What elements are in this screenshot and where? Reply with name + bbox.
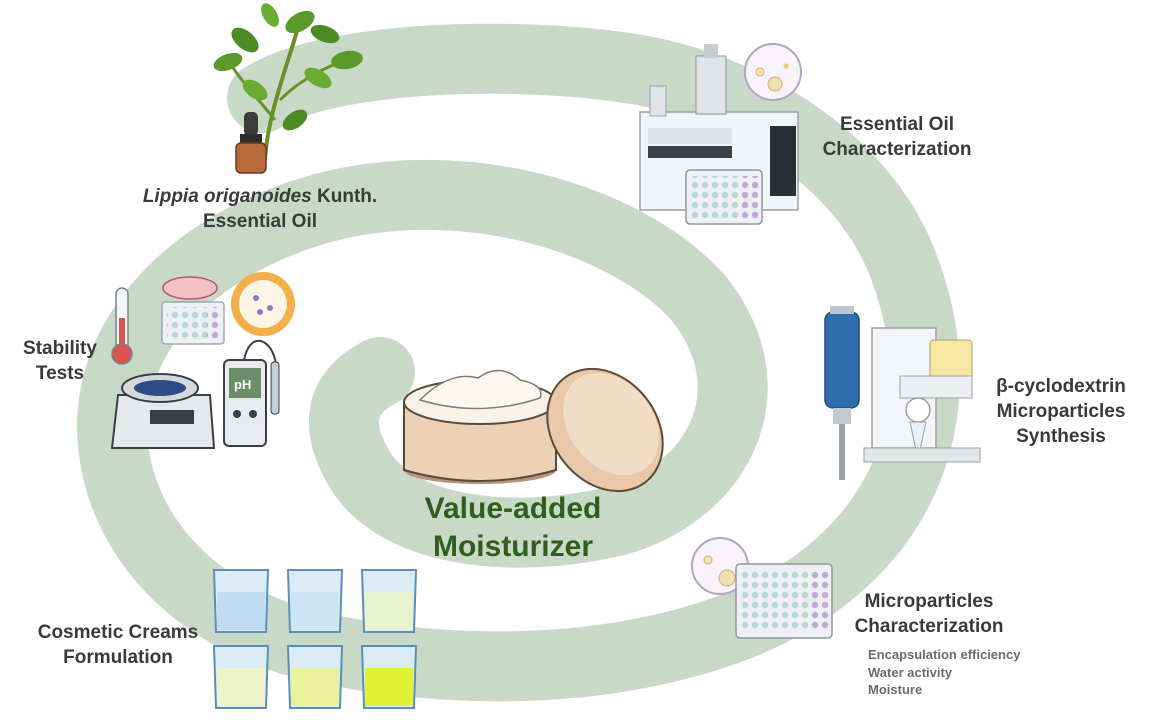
well-plate-icon [735, 563, 833, 639]
beaker-icon [286, 645, 344, 709]
cream-jar-icon [403, 367, 664, 493]
beaker-icon [212, 645, 270, 709]
species-author: Kunth. [311, 186, 378, 207]
plant-icon [213, 3, 363, 161]
well-plate-icon [685, 169, 763, 225]
step-stability-label: Stability Tests [23, 338, 97, 384]
step-microparticles-label: Microparticles Characterization [854, 591, 1004, 637]
petri-dish-icon [162, 276, 218, 300]
spiral-path [77, 23, 960, 702]
center-title: Value-added Moisturizer [424, 492, 602, 563]
microparticles-details-list: Encapsulation efficiency Water activity … [868, 646, 1020, 699]
step-characterization-label: Essential Oil Characterization [822, 114, 972, 160]
beaker-icon [212, 569, 270, 633]
essential-oil-text: Essential Oil [202, 211, 318, 232]
petri-dish-icon [744, 43, 802, 101]
beaker-icon [360, 645, 418, 709]
step-essential-oil-label: Lippia origanoides Kunth. Essential Oil [128, 184, 392, 234]
dropper-bottle-icon [235, 112, 267, 174]
homogenizer-icon [824, 306, 860, 480]
detail-moisture: Moisture [868, 682, 923, 697]
ph-meter-icon: pH [223, 339, 280, 447]
step-synthesis-label: β-cyclodextrin Microparticles Synthesis [996, 376, 1126, 447]
well-plate-icon [161, 301, 225, 345]
ph-label-glyph: pH [234, 377, 251, 392]
species-name: Lippia origanoides [142, 186, 312, 207]
spray-dryer-icon [863, 327, 981, 463]
detail-encapsulation: Encapsulation efficiency [868, 647, 1021, 662]
liposome-icon [231, 272, 295, 336]
petri-dish-icon [691, 537, 749, 595]
centrifuge-icon [110, 373, 216, 449]
thermometer-icon [111, 287, 133, 365]
beaker-icon [286, 569, 344, 633]
step-formulation-label: Cosmetic Creams Formulation [37, 622, 199, 668]
beaker-icon [360, 569, 418, 633]
detail-water-activity: Water activity [868, 664, 953, 680]
